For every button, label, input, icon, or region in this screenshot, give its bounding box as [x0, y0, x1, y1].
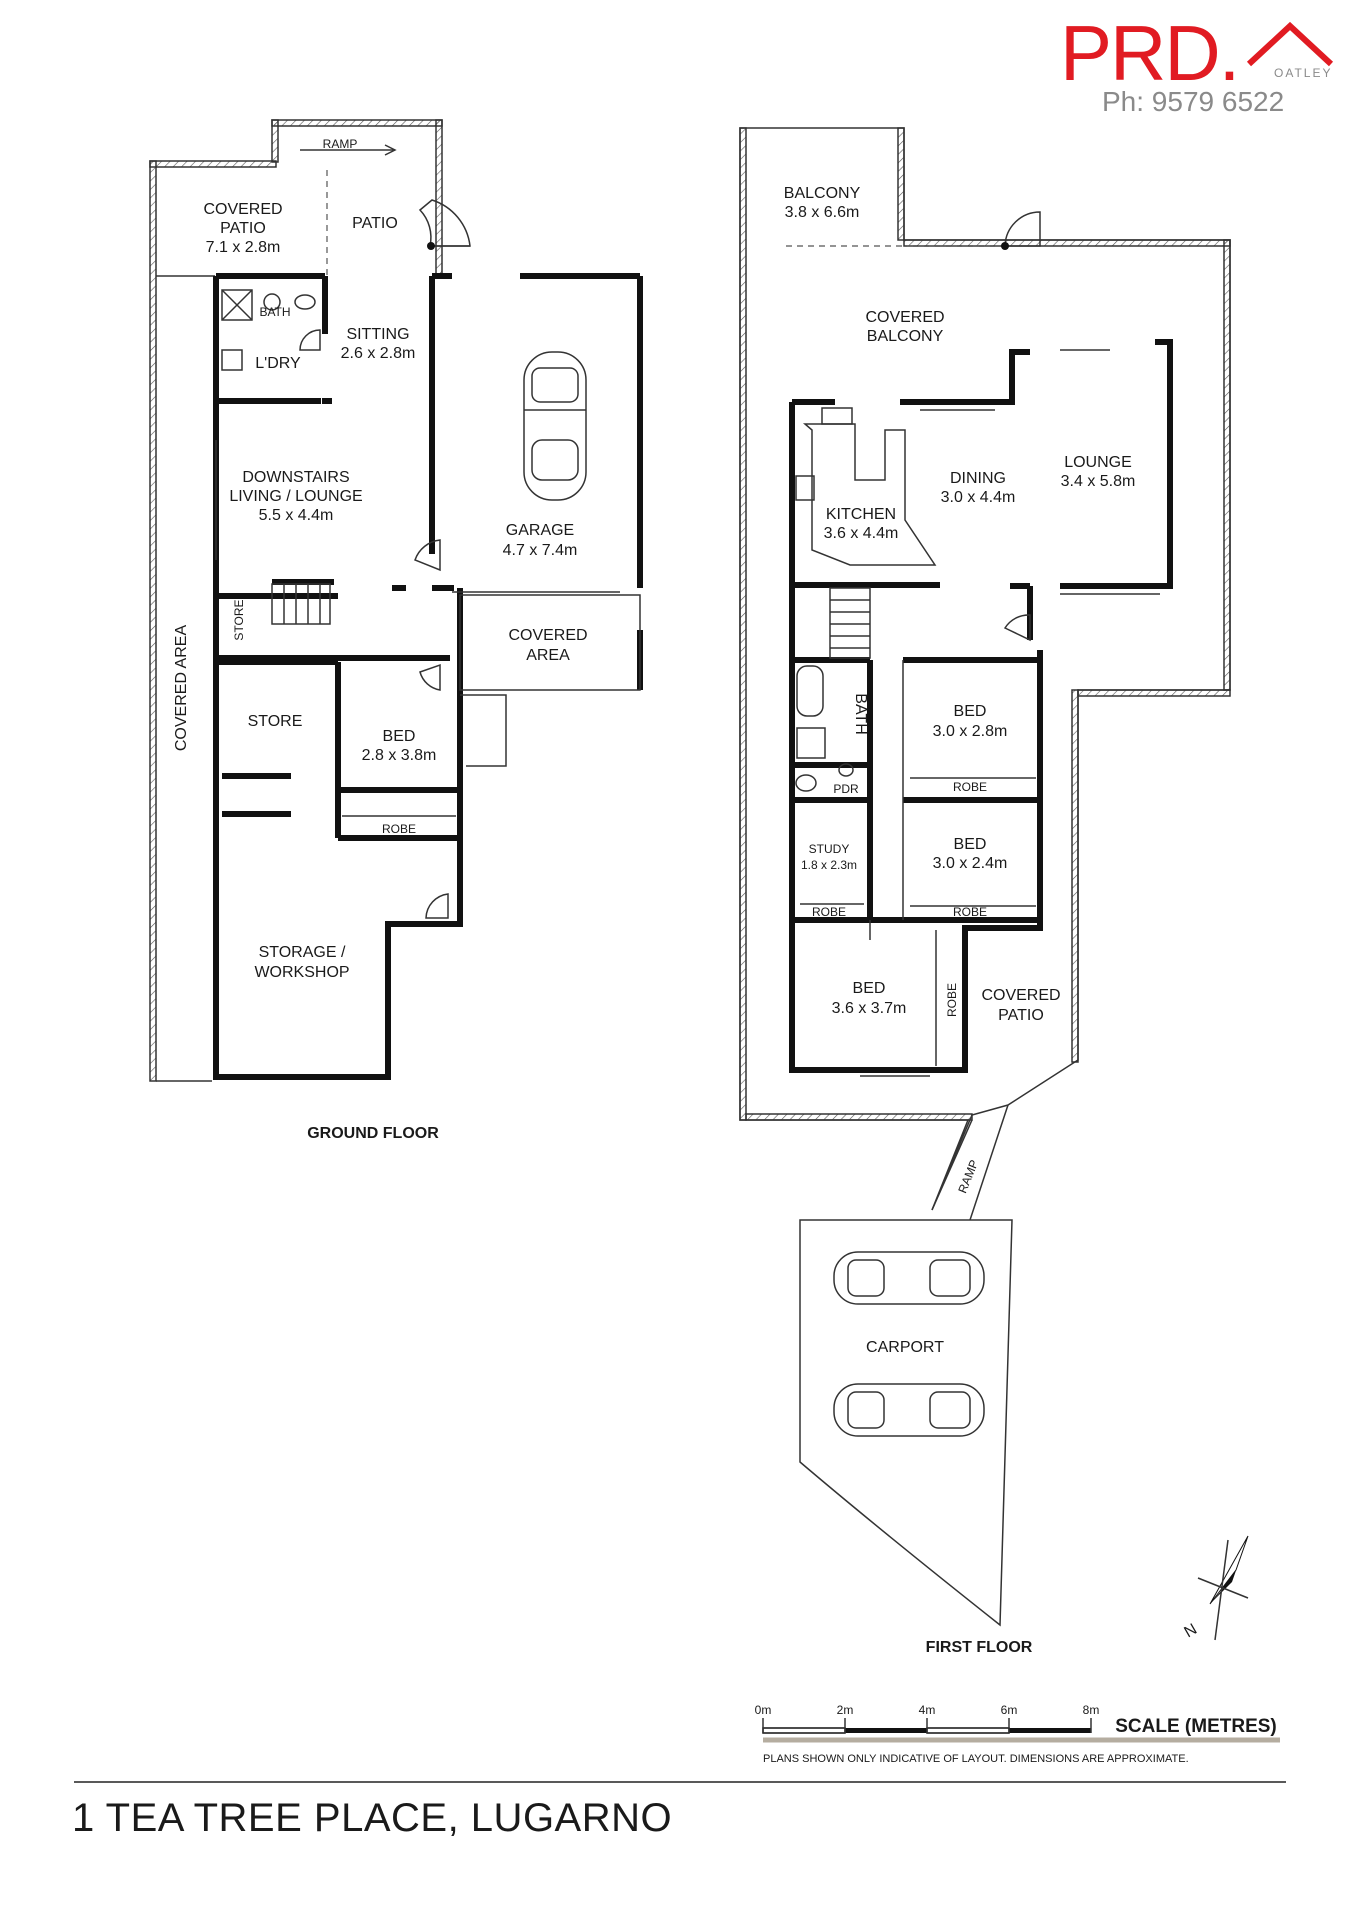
ff-robe3-label: ROBE	[945, 983, 959, 1017]
gf-patio-label: PATIO	[352, 215, 398, 232]
ff-study-robe-label: ROBE	[812, 905, 846, 919]
scale-tick-1: 2m	[837, 1703, 854, 1717]
gf-store-label: STORE	[248, 713, 303, 730]
stair-icon	[271, 583, 331, 625]
gf-bed-dim: 2.8 x 3.8m	[362, 747, 437, 764]
gf-covered-patio-label: COVERED	[203, 201, 282, 218]
carport-outline	[799, 1219, 1013, 1627]
gf-store-small-label: STORE	[232, 599, 246, 640]
gf-sitting-dim: 2.6 x 2.8m	[341, 345, 416, 362]
ff-bed2-dim: 3.0 x 2.4m	[933, 855, 1008, 872]
gf-covered-area-label-2: AREA	[526, 647, 570, 664]
shower-icon	[796, 727, 826, 759]
ff-bed3-dim: 3.6 x 3.7m	[832, 1000, 907, 1017]
brand-phone: Ph: 9579 6522	[1102, 86, 1285, 117]
ff-ramp-label: RAMP	[955, 1158, 981, 1195]
scale-tick-0: 0m	[755, 1703, 772, 1717]
ff-kitchen-dim: 3.6 x 4.4m	[824, 525, 899, 542]
ff-lounge-label: LOUNGE	[1064, 454, 1132, 471]
gf-covered-patio-dim: 7.1 x 2.8m	[206, 239, 281, 256]
ground-floor-caption: GROUND FLOOR	[307, 1125, 439, 1142]
car-icon-1	[833, 1251, 985, 1305]
balcony-outline	[739, 127, 1231, 1211]
gf-bath-label: BATH	[259, 305, 290, 319]
ff-pdr-label: PDR	[833, 782, 859, 796]
gf-living-label: DOWNSTAIRS	[242, 469, 349, 486]
patio-rail-top	[149, 160, 277, 168]
scale-tick-4: 8m	[1083, 1703, 1100, 1717]
brand-logo: PRD. OATLEY Ph: 9579 6522	[1060, 8, 1340, 118]
ff-covered-patio-label-2: PATIO	[998, 1007, 1044, 1024]
ff-balcony-dim: 3.8 x 6.6m	[785, 204, 860, 221]
first-floor: BALCONY 3.8 x 6.6m COVERED BALCONY KITCH…	[739, 127, 1231, 1656]
ff-bed1-dim: 3.0 x 2.8m	[933, 723, 1008, 740]
gf-living-dim: 5.5 x 4.4m	[259, 507, 334, 524]
cooktop-icon	[795, 475, 815, 501]
brand-office: OATLEY	[1274, 66, 1333, 80]
gf-garage-label: GARAGE	[506, 522, 574, 539]
basin-icon	[263, 293, 281, 311]
ff-dining-dim: 3.0 x 4.4m	[941, 489, 1016, 506]
ramp-rail	[271, 119, 443, 127]
scale-bar: 0m 2m 4m 6m 8m SCALE (METRES) PLANS SHOW…	[755, 1703, 1280, 1765]
property-address: 1 TEA TREE PLACE, LUGARNO	[72, 1796, 673, 1840]
patio-rail-right	[435, 119, 443, 276]
kitchen-bench	[802, 423, 937, 566]
ramp-rail-left	[271, 119, 279, 163]
ff-kitchen-label: KITCHEN	[826, 506, 896, 523]
covered-area-rail	[149, 160, 157, 1082]
ff-covered-patio-label: COVERED	[981, 987, 1060, 1004]
basin-icon	[838, 763, 854, 777]
ff-robe1-label: ROBE	[953, 780, 987, 794]
gf-living-label-2: LIVING / LOUNGE	[229, 488, 362, 505]
brand-name: PRD.	[1060, 9, 1240, 97]
bathtub-icon	[796, 665, 824, 717]
tub-icon	[221, 349, 243, 371]
ff-covered-balcony-label: COVERED	[865, 309, 944, 326]
scale-title: SCALE (METRES)	[1115, 1716, 1277, 1737]
ff-carport-label: CARPORT	[866, 1339, 944, 1356]
ff-bed3-label: BED	[853, 980, 886, 997]
gf-sitting-label: SITTING	[346, 326, 409, 343]
ff-study-dim: 1.8 x 2.3m	[801, 858, 857, 872]
sink-icon	[821, 407, 853, 425]
ff-covered-balcony-label-2: BALCONY	[867, 328, 944, 345]
north-label: N	[1181, 1621, 1200, 1642]
gf-laundry-label: L'DRY	[255, 355, 301, 372]
gf-bed-label: BED	[383, 728, 416, 745]
roof-icon	[1246, 21, 1334, 67]
scale-disclaimer: PLANS SHOWN ONLY INDICATIVE OF LAYOUT. D…	[763, 1753, 1189, 1765]
gf-covered-area-label: COVERED	[508, 627, 587, 644]
first-floor-caption: FIRST FLOOR	[926, 1639, 1033, 1656]
car-icon-2	[833, 1383, 985, 1437]
ff-bath-label: BATH	[852, 693, 869, 734]
toilet-icon	[294, 294, 316, 310]
gf-covered-area-side-label: COVERED AREA	[173, 625, 190, 752]
ground-floor: RAMP COVERED PATIO 7.1 x 2.8m PATIO BATH…	[149, 119, 643, 1142]
ff-bed2-label: BED	[954, 836, 987, 853]
gf-garage-dim: 4.7 x 7.4m	[503, 542, 578, 559]
gf-ramp-label: RAMP	[323, 137, 358, 151]
gf-storage-label-2: WORKSHOP	[254, 964, 349, 981]
scale-tick-3: 6m	[1001, 1703, 1018, 1717]
garage-car-icon	[523, 351, 587, 501]
gf-storage-label: STORAGE /	[259, 944, 346, 961]
spiral-stair	[418, 199, 471, 250]
ff-study-label: STUDY	[809, 842, 850, 856]
gf-covered-patio-label-2: PATIO	[220, 220, 266, 237]
stair-icon	[829, 587, 871, 659]
north-arrow-icon: N	[1181, 1535, 1249, 1642]
scale-tick-2: 4m	[919, 1703, 936, 1717]
gf-robe-label: ROBE	[382, 822, 416, 836]
ff-bed1-label: BED	[954, 703, 987, 720]
ff-robe2-label: ROBE	[953, 905, 987, 919]
ff-balcony-label: BALCONY	[784, 185, 861, 202]
ff-dining-label: DINING	[950, 470, 1006, 487]
shower-icon	[221, 289, 253, 321]
ff-lounge-dim: 3.4 x 5.8m	[1061, 473, 1136, 490]
toilet-icon	[795, 774, 817, 792]
